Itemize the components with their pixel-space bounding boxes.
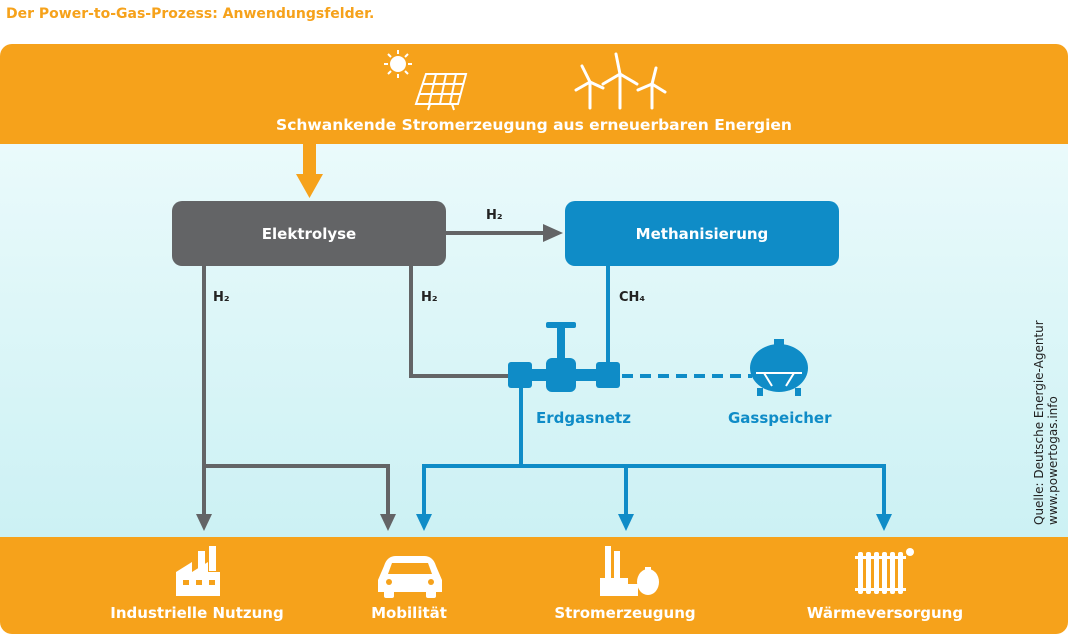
radiator-icon (855, 548, 914, 594)
application-label-industry: Industrielle Nutzung (110, 604, 284, 622)
arrowhead-industry (196, 514, 212, 531)
solar-panel-icon (414, 73, 468, 111)
application-label-power: Stromerzeugung (554, 604, 696, 622)
renewable-energy-band (0, 44, 1068, 144)
elektrolyse-box: Elektrolyse (172, 201, 446, 266)
renewable-energy-label: Schwankende Stromerzeugung aus erneuerba… (276, 116, 792, 134)
source-note: Quelle: Deutsche Energie-Agentur www.pow… (1032, 320, 1060, 525)
arrowhead-mobility-gray (380, 514, 396, 531)
renewable-to-elektrolyse-arrow (296, 144, 323, 198)
arrowhead-mobility-blue (416, 514, 432, 531)
h2-label-industry: H₂ (213, 290, 230, 305)
source-line-1: Quelle: Deutsche Energie-Agentur (1032, 320, 1046, 525)
gasspeicher-label: Gasspeicher (728, 409, 832, 427)
h2-arrow-to-methanisierung (446, 224, 563, 242)
h2-line-industry (202, 266, 390, 516)
arrowhead-heat (876, 514, 892, 531)
ch4-label: CH₄ (619, 290, 646, 305)
elektrolyse-label: Elektrolyse (261, 224, 357, 243)
methanisierung-label: Methanisierung (635, 224, 769, 243)
application-label-mobility: Mobilität (371, 604, 447, 622)
sun-icon (384, 50, 412, 78)
h2-label-erdgasnetz: H₂ (421, 290, 438, 305)
factory-icon (176, 546, 220, 596)
application-label-heat: Wärmeversorgung (806, 604, 964, 622)
power-plant-icon (600, 546, 659, 596)
source-line-2: www.powertogas.info (1046, 396, 1060, 525)
erdgasnetz-label: Erdgasnetz (536, 409, 631, 427)
h2-label-methanisierung: H₂ (486, 208, 503, 223)
methanisierung-box: Methanisierung (565, 201, 839, 266)
wind-turbine-icon (574, 52, 667, 110)
gas-distribution-lines (422, 388, 886, 516)
page-title: Der Power-to-Gas-Prozess: Anwendungsfeld… (6, 6, 375, 22)
gas-tank-icon (750, 339, 808, 396)
car-icon (378, 556, 442, 598)
arrowhead-power (618, 514, 634, 531)
valve-icon (508, 322, 620, 392)
h2-line-erdgasnetz (409, 266, 512, 378)
